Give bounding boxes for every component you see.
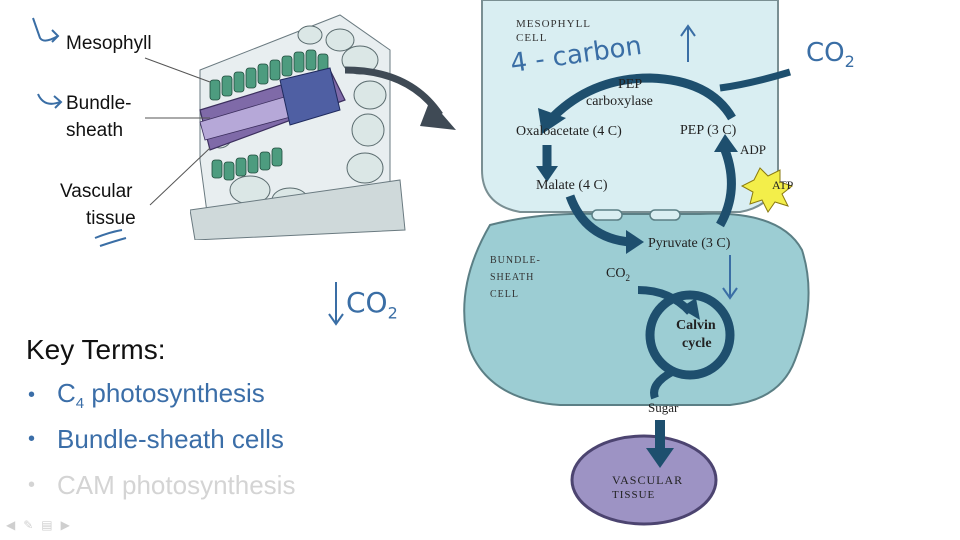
mesophyll-cell-label-line2: CELL [516,32,548,44]
oxaloacetate-label: Oxaloacetate (4 C) [516,124,622,139]
pep-carboxylase-label-line1: PEP [618,77,643,92]
leaf-label-mesophyll: Mesophyll [66,33,152,54]
pep-label: PEP (3 C) [680,123,737,138]
key-term-bundle-sheath-cells: • Bundle-sheath cells [28,424,284,455]
vascular-tissue-label-line1: VASCULAR [612,473,684,487]
leaf-label-vascular-line1: Vascular [60,181,133,202]
bundle-sheath-cell-label-line1: BUNDLE- [490,255,541,266]
vascular-tissue-label-line2: TISSUE [612,489,656,501]
co2-bundle-label: CO2 [606,266,630,283]
key-term-cam-photosynthesis: • CAM photosynthesis [28,470,295,501]
annotation-co2-down: CO2 [346,286,398,323]
key-term-c4-text: C4 photosynthesis [57,378,265,413]
pyruvate-label: Pyruvate (3 C) [648,236,731,251]
bullet-icon: • [28,383,36,406]
sugar-label: Sugar [648,400,679,415]
key-term-c4-photosynthesis: • C4 photosynthesis [28,378,265,412]
bullet-icon: • [28,428,36,450]
pep-carboxylase-label-line2: carboxylase [586,94,653,109]
malate-label: Malate (4 C) [536,178,608,193]
leaf-label-bundle-sheath-line1: Bundle- [66,93,132,114]
bundle-sheath-cell-label-line2: SHEATH [490,272,535,283]
bundle-sheath-cell-label-line3: CELL [490,289,519,300]
handwritten-marks-left [32,17,127,247]
next-arrow-icon[interactable]: ▶ [60,518,70,532]
leaf-cross-section-illustration [190,14,406,240]
mesophyll-cell-label-line1: MESOPHYLL [516,18,592,30]
c4-pathway-diagram [463,0,810,526]
key-term-cam-text: CAM photosynthesis [57,470,296,500]
menu-icon[interactable]: ▤ [41,518,53,532]
previous-arrow-icon[interactable]: ◀ [6,518,16,532]
bullet-icon: • [28,474,36,496]
leaf-label-vascular-line2: tissue [86,208,136,229]
calvin-cycle-label-line2: cycle [682,336,712,351]
atp-label: ATP [772,178,794,192]
key-term-bundle-sheath-text: Bundle-sheath cells [57,424,284,454]
vascular-tissue-shape [570,434,718,526]
leaf-label-bundle-sheath-line2: sheath [66,120,124,141]
slideshow-toolbar: ◀ ✎ ▤ ▶ [6,518,70,532]
annotation-co2-top: CO2 [806,38,855,72]
calvin-cycle-label-line1: Calvin [676,318,716,333]
key-terms-title: Key Terms: [26,334,166,365]
adp-label: ADP [740,142,767,157]
pen-icon[interactable]: ✎ [23,518,34,532]
